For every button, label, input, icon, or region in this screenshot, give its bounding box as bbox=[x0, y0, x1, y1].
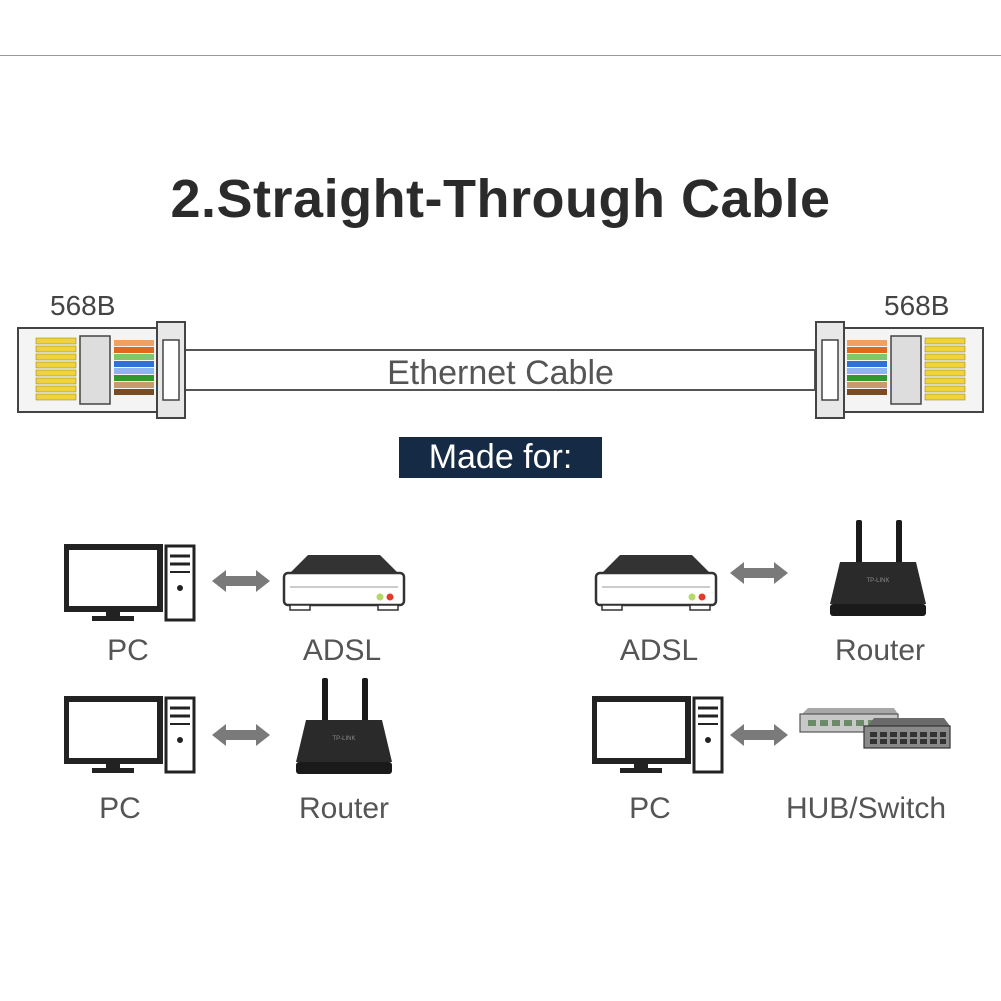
right-standard-label: 568B bbox=[884, 290, 950, 321]
router-icon: TP-LINK bbox=[296, 678, 392, 774]
router-icon: TP-LINK bbox=[830, 520, 926, 616]
device-label: HUB/Switch bbox=[785, 792, 947, 825]
left-rj45-connector-icon bbox=[17, 321, 186, 419]
left-standard-label: 568B bbox=[50, 290, 116, 321]
pc-icon bbox=[592, 696, 724, 774]
device-label: Router bbox=[834, 634, 926, 667]
made-for-badge: Made for: bbox=[399, 437, 602, 478]
page-title: 2.Straight-Through Cable bbox=[170, 169, 831, 229]
cable-label: Ethernet Cable bbox=[387, 354, 614, 392]
adsl-modem-icon bbox=[594, 555, 718, 611]
pc-icon bbox=[64, 696, 196, 774]
device-label: ADSL bbox=[302, 634, 382, 667]
right-rj45-connector-icon bbox=[815, 321, 984, 419]
ethernet-cable-diagram bbox=[17, 321, 984, 419]
device-label: PC bbox=[107, 634, 149, 667]
device-label: PC bbox=[629, 792, 671, 825]
bidirectional-arrow-icon bbox=[730, 562, 788, 584]
svg-text:TP-LINK: TP-LINK bbox=[332, 736, 355, 742]
device-label: ADSL bbox=[619, 634, 699, 667]
cable-body bbox=[184, 349, 816, 391]
svg-text:TP-LINK: TP-LINK bbox=[866, 578, 889, 584]
bidirectional-arrow-icon bbox=[212, 724, 270, 746]
top-divider bbox=[0, 55, 1001, 56]
bidirectional-arrow-icon bbox=[212, 570, 270, 592]
pc-icon bbox=[64, 544, 196, 622]
device-label: Router bbox=[298, 792, 390, 825]
device-label: PC bbox=[99, 792, 141, 825]
hub-switch-icon bbox=[799, 708, 951, 749]
adsl-modem-icon bbox=[282, 555, 406, 611]
bidirectional-arrow-icon bbox=[730, 724, 788, 746]
